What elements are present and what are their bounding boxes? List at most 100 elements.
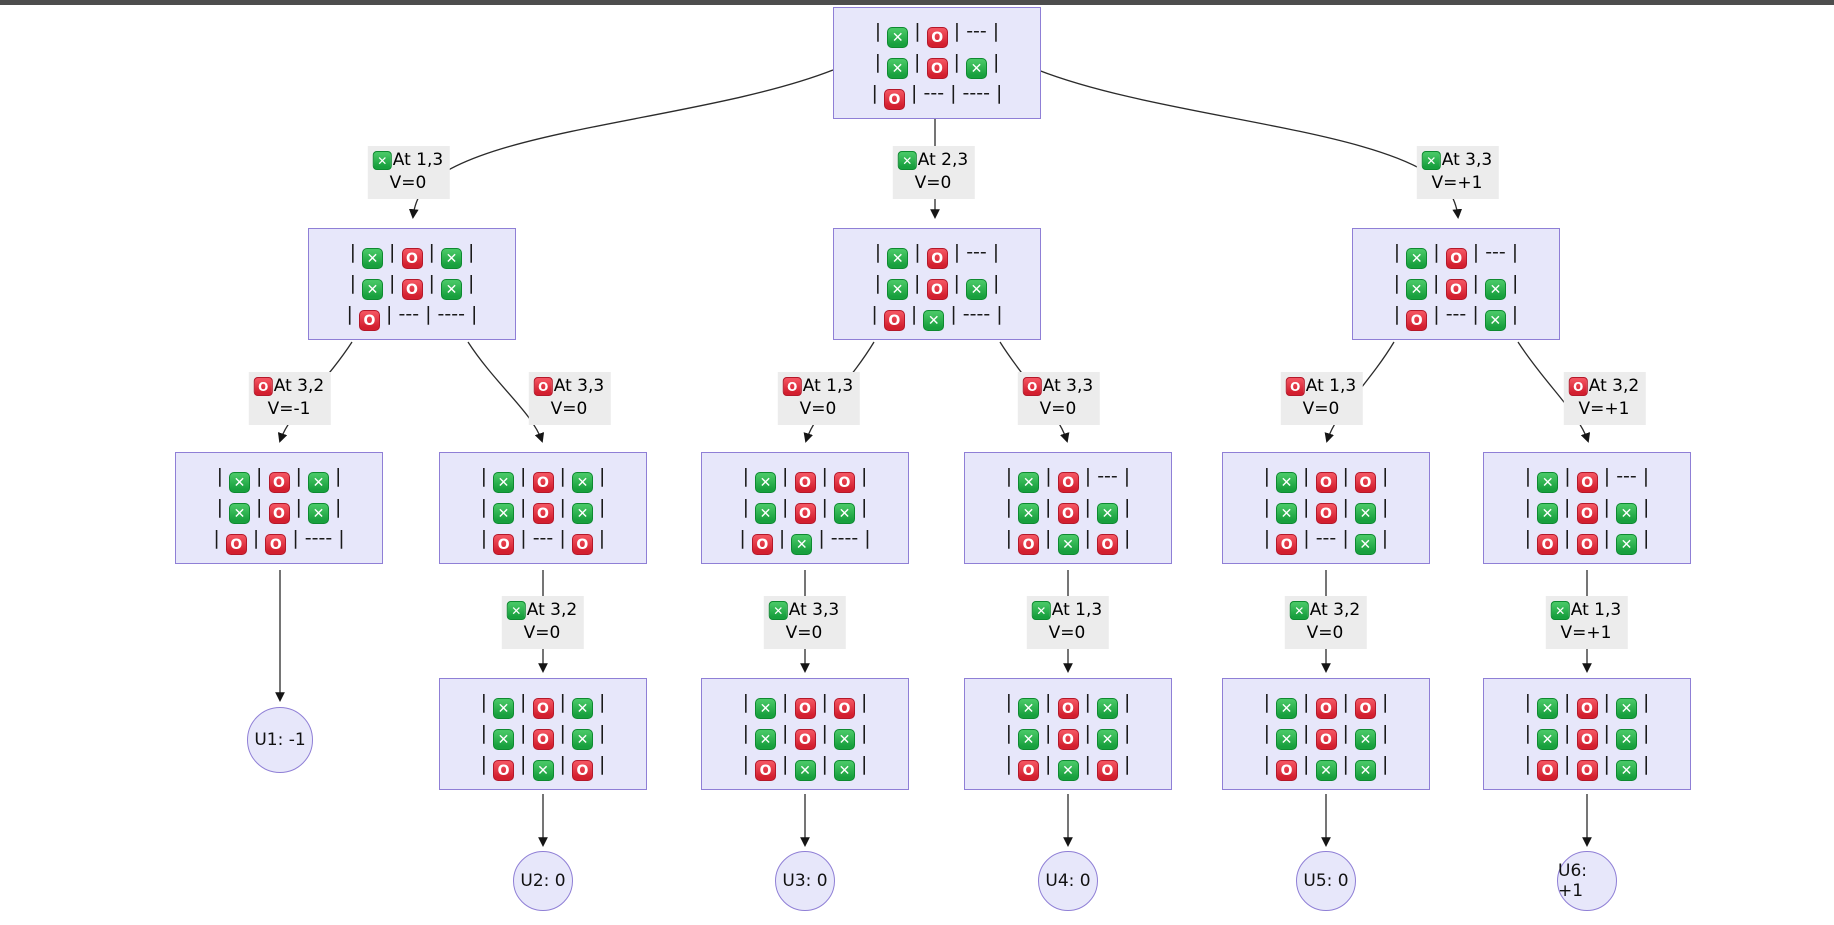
board-row: | | | | (743, 493, 867, 524)
x-token-icon (1276, 697, 1298, 719)
board-row: | | | | (1525, 750, 1649, 781)
o-token-icon (1354, 697, 1376, 719)
o-token-icon (493, 533, 515, 555)
edge-label-o-at-3-3: At 3,3 V=0 (528, 372, 612, 425)
edge-label-x-at-1-3-c6: At 1,3 V=+1 (1545, 596, 1629, 649)
o-token-icon (571, 759, 593, 781)
o-token-icon (1315, 728, 1337, 750)
x-emoji-icon (1031, 601, 1051, 620)
edge-label-x-at-3-2-c5: At 3,2 V=0 (1284, 596, 1368, 649)
x-token-icon (965, 278, 987, 300)
empty-cell: --- (1315, 526, 1337, 549)
o-token-icon (401, 278, 423, 300)
o-token-icon (1057, 697, 1079, 719)
o-token-icon (532, 697, 554, 719)
o-token-icon (926, 247, 948, 269)
board-node-b1: | | | || | | || | --- | ---- | (308, 228, 516, 340)
edge-label-x-at-1-3: At 1,3 V=0 (367, 146, 451, 199)
board-row: | | --- | | (1264, 524, 1388, 555)
board-node-b3: | | | --- || | | || | --- | | (1352, 228, 1560, 340)
x-token-icon (755, 502, 777, 524)
o-token-icon (1315, 471, 1337, 493)
o-emoji-icon (533, 377, 553, 396)
leaf-label: U5: 0 (1303, 871, 1349, 891)
o-token-icon (1276, 759, 1298, 781)
o-token-icon (1406, 309, 1428, 331)
board-row: | | | | (481, 688, 605, 719)
x-token-icon (1096, 697, 1118, 719)
o-token-icon (884, 88, 905, 110)
x-emoji-icon (506, 601, 526, 620)
o-token-icon (1057, 471, 1079, 493)
move-value: V=0 (1306, 623, 1344, 643)
board-row: | | | | (1006, 750, 1130, 781)
o-emoji-icon (1285, 377, 1305, 396)
empty-cell: --- (1445, 302, 1467, 325)
move-value: V=0 (1302, 399, 1340, 419)
o-token-icon (926, 278, 948, 300)
o-token-icon (833, 697, 855, 719)
move-value: V=+1 (1578, 399, 1630, 419)
board-row: | | | | (1006, 493, 1130, 524)
edge-label-x-at-1-3-c4: At 1,3 V=0 (1026, 596, 1110, 649)
board-node-d5: | | | || | | || | | | (1222, 678, 1430, 790)
o-token-icon (1315, 697, 1337, 719)
board-node-c1: | | | || | | || | | ---- | (175, 452, 383, 564)
edge-label-o-at-1-3-b: At 1,3 V=0 (1280, 372, 1364, 425)
edge-b3-c6 (1517, 341, 1591, 443)
edge-move-line: At 3,3 (1022, 375, 1093, 398)
edge-label-x-at-3-3-c3: At 3,3 V=0 (763, 596, 847, 649)
board-node-c2: | | | || | | || | --- | | (439, 452, 647, 564)
x-token-icon (923, 309, 945, 331)
x-token-icon (887, 26, 909, 48)
edge-label-x-at-3-3: At 3,3 V=+1 (1416, 146, 1500, 199)
board-node-d6: | | | || | | || | | | (1483, 678, 1691, 790)
o-token-icon (401, 247, 423, 269)
board-row: | | --- | | (1394, 300, 1518, 331)
o-token-icon (794, 728, 816, 750)
x-token-icon (1096, 728, 1118, 750)
o-token-icon (1576, 502, 1598, 524)
x-token-icon (1354, 533, 1376, 555)
board-row: | | | ---- | (871, 300, 1003, 331)
move-value: V=0 (523, 623, 561, 643)
x-emoji-icon (897, 151, 917, 170)
edge-move-line: At 2,3 (897, 149, 968, 172)
board-row: | | | | (743, 719, 867, 750)
move-value: V=+1 (1431, 173, 1483, 193)
o-token-icon (1018, 533, 1040, 555)
x-token-icon (1537, 502, 1559, 524)
x-token-icon (1018, 471, 1040, 493)
x-token-icon (1018, 728, 1040, 750)
board-node-d4: | | | || | | || | | | (964, 678, 1172, 790)
x-emoji-icon (1289, 601, 1309, 620)
empty-cell: --- (1097, 464, 1118, 487)
edge-label-o-at-3-2: At 3,2 V=-1 (248, 372, 332, 425)
x-token-icon (229, 502, 251, 524)
x-emoji-icon (768, 601, 788, 620)
o-token-icon (1096, 759, 1118, 781)
x-token-icon (1615, 728, 1637, 750)
o-token-icon (755, 759, 777, 781)
empty-cell: --- (966, 240, 987, 263)
x-token-icon (362, 247, 384, 269)
board-node-root: | | | --- || | | || | --- | ---- | (833, 7, 1041, 119)
move-text: At 1,3 (1570, 600, 1622, 620)
x-token-icon (1615, 697, 1637, 719)
board-row: | | | | (875, 269, 999, 300)
board-row: | | | | (217, 493, 341, 524)
o-token-icon (1445, 247, 1467, 269)
move-text: At 3,3 (1441, 150, 1493, 170)
board-row: | | | | (481, 462, 605, 493)
board-row: | | | --- | (1394, 238, 1518, 269)
o-token-icon (359, 309, 380, 331)
x-token-icon (493, 471, 515, 493)
edge-move-line: At 1,3 (1285, 375, 1356, 398)
o-token-icon (926, 57, 948, 79)
o-emoji-icon (782, 377, 802, 396)
x-token-icon (1057, 759, 1079, 781)
o-token-icon (1576, 471, 1598, 493)
o-token-icon (794, 471, 816, 493)
o-token-icon (532, 502, 554, 524)
x-token-icon (1354, 759, 1376, 781)
